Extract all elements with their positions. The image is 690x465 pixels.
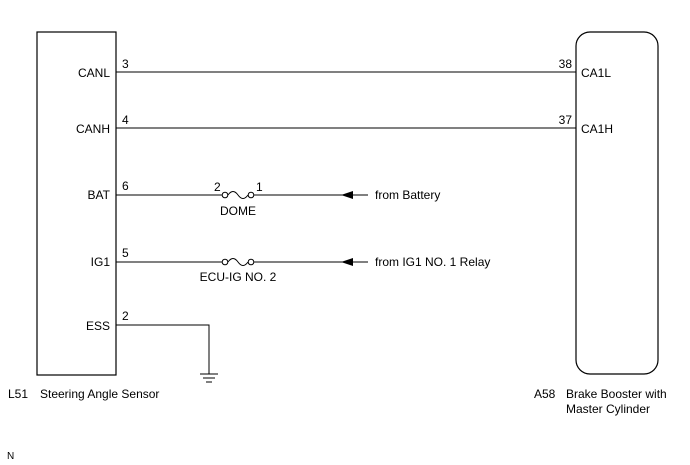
pin-label-ca1l: CA1L [581, 66, 611, 80]
pin-label-ess: ESS [86, 319, 110, 333]
pin-number-canl: 3 [122, 57, 129, 71]
source-battery: from Battery [375, 188, 440, 202]
pin-label-canl: CANL [78, 66, 110, 80]
fuse-dome-pin-left: 2 [214, 180, 221, 194]
fuse-ecu-ig-terminal-right [247, 258, 255, 266]
fuse-dome-icon [227, 191, 249, 199]
wire-ess [116, 324, 210, 374]
pin-number-ca1l: 38 [559, 57, 573, 71]
left-component-name: Steering Angle Sensor [40, 387, 159, 401]
pin-label-ca1h: CA1H [581, 122, 613, 136]
footer-mark: N [7, 451, 14, 462]
pin-label-ig1: IG1 [91, 255, 111, 269]
pin-number-ca1h: 37 [559, 113, 573, 127]
left-component-code: L51 [8, 387, 28, 401]
source-ig1-relay: from IG1 NO. 1 Relay [375, 255, 490, 269]
pin-number-ess: 2 [122, 309, 129, 323]
fuse-ecu-ig-name: ECU-IG NO. 2 [200, 270, 277, 284]
pin-number-bat: 6 [122, 179, 129, 193]
right-component-name-line2: Master Cylinder [566, 402, 650, 416]
arrow-icon-ig1-relay [341, 258, 353, 266]
pin-number-canh: 4 [122, 113, 129, 127]
pin-number-ig1: 5 [122, 246, 129, 260]
right-component-code: A58 [534, 387, 556, 401]
brake-booster-box [575, 31, 659, 375]
fuse-dome-terminal-left [221, 191, 229, 199]
pin-label-canh: CANH [76, 122, 110, 136]
fuse-dome-name: DOME [220, 204, 256, 218]
pin-label-bat: BAT [88, 188, 111, 202]
fuse-ecu-ig-terminal-left [221, 258, 229, 266]
ground-icon [200, 373, 218, 383]
fuse-ecu-ig-icon [227, 258, 249, 266]
arrow-icon-battery [341, 191, 353, 199]
fuse-dome-terminal-right [247, 191, 255, 199]
steering-angle-sensor-box [36, 31, 117, 376]
right-component-name-line1: Brake Booster with [566, 387, 667, 401]
fuse-dome-pin-right: 1 [256, 180, 263, 194]
